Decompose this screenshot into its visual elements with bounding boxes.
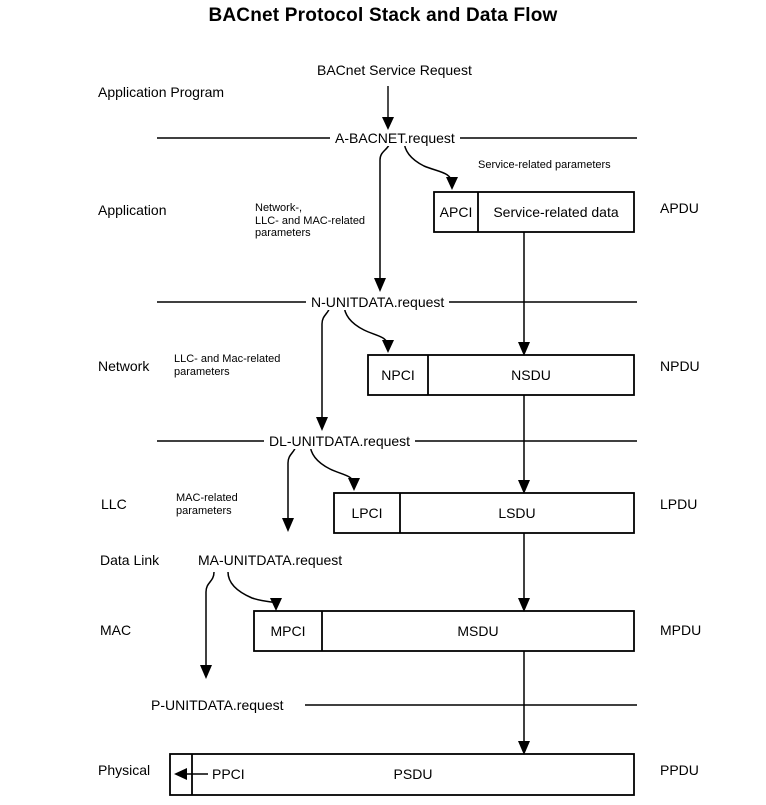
layer-label-data-link: Data Link [100, 552, 160, 568]
layer-label-application: Application [98, 202, 167, 218]
primitive-a-bacnet-request: A-BACNET.request [330, 130, 460, 147]
layer-label-mac: MAC [100, 622, 132, 638]
note-line-2: parameters [176, 504, 232, 517]
apdu-sdu-label: Service-related data [493, 204, 619, 220]
lpdu-pci-label: LPCI [351, 505, 383, 521]
mac-mpci-path [227, 571, 277, 604]
mpdu-pci-label: MPCI [270, 623, 306, 639]
primitive-p-unitdata-request: P-UNITDATA.request [146, 697, 289, 714]
note-line-1: MAC-related [176, 492, 238, 504]
note-service-related-parameters: Service-related parameters [478, 159, 611, 171]
pdu-label-npdu: NPDU [660, 358, 700, 374]
pdu-label-ppdu: PPDU [660, 762, 699, 778]
net-params-path [321, 303, 331, 424]
app-params-path [379, 139, 391, 285]
pdu-label-mpdu: MPDU [660, 622, 702, 638]
apdu-box [433, 191, 635, 233]
ppdu-pci-label: PPCI [212, 766, 245, 782]
page-title: BACnet Protocol Stack and Data Flow [208, 5, 558, 26]
layer-label-llc: LLC [101, 496, 127, 512]
note-line-3: parameters [255, 227, 311, 240]
apdu-pci-label: APCI [439, 204, 473, 220]
llc-params-path [287, 442, 297, 525]
note-line-2: parameters [174, 365, 230, 378]
primitive-dl-unitdata-request: DL-UNITDATA.request [264, 433, 416, 450]
lpdu-sdu-label: LSDU [498, 505, 536, 521]
llc-lpci-path [309, 442, 355, 486]
service-request-label: BACnet Service Request [317, 62, 472, 78]
npdu-box [367, 354, 635, 396]
note-line-1: LLC- and Mac-related [174, 353, 281, 365]
layer-label-physical: Physical [98, 762, 151, 778]
primitive-n-unitdata-request: N-UNITDATA.request [306, 294, 450, 311]
npdu-sdu-label: NSDU [511, 367, 551, 383]
pdu-label-lpdu: LPDU [660, 496, 698, 512]
app-service-params-path [403, 139, 453, 185]
ppdu-box [169, 753, 635, 796]
note-line-1: Network-, [255, 202, 303, 214]
note-mac-parameters: MAC-related parameters [176, 492, 238, 517]
mpdu-box [253, 610, 635, 652]
net-npci-path [343, 303, 389, 348]
pdu-label-apdu: APDU [660, 200, 699, 216]
npdu-pci-label: NPCI [381, 367, 415, 383]
ppdu-sdu-label: PSDU [393, 766, 433, 782]
mac-params-path [205, 571, 215, 672]
note-line-2: LLC- and MAC-related [255, 214, 366, 227]
lpdu-box [333, 492, 635, 534]
mpdu-sdu-label: MSDU [457, 623, 499, 639]
layer-label-network: Network [98, 358, 150, 374]
layer-label-application-program: Application Program [98, 84, 225, 100]
note-network-llc-mac-parameters: Network-, LLC- and MAC-related parameter… [255, 202, 365, 240]
note-llc-mac-parameters: LLC- and Mac-related parameters [174, 353, 280, 378]
primitive-ma-unitdata-request: MA-UNITDATA.request [193, 552, 348, 569]
